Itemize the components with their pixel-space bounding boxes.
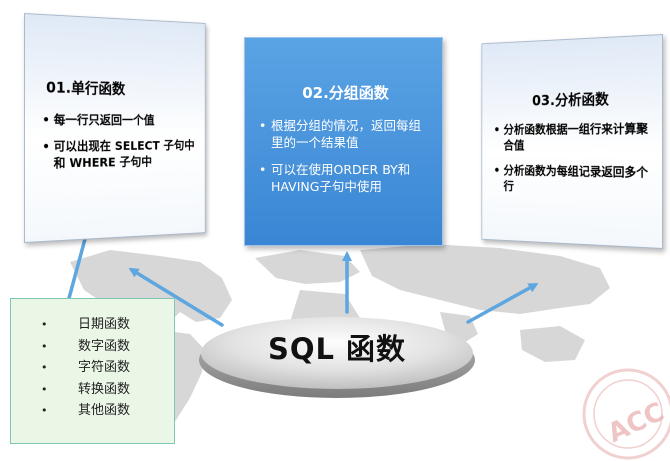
function-types-list: • 日期函数 • 数字函数 • 字符函数 • 转换函数 • 其他函数 [11, 299, 174, 422]
list-item: • 可以出现在 SELECT 子句中和 WHERE 子句中 [42, 137, 198, 171]
item-text: 可以在使用ORDER BY和 HAVING子句中使用 [271, 162, 411, 194]
list-item: • 每一行只返回一个值 [42, 111, 198, 128]
list-item: • 其他函数 [11, 400, 174, 422]
bullet-dot: • [41, 361, 48, 374]
bullet-dot: • [41, 382, 48, 396]
panel-title: 03.分析函数 [532, 90, 609, 110]
list-item: • 分析函数为每组记录返回多个行 [494, 162, 653, 198]
bullet-dot: • [41, 404, 48, 417]
panel-title: 02.分组函数 [302, 84, 389, 102]
acc-stamp-seal [582, 368, 670, 460]
panel-single-row-functions: 01.单行函数 • 每一行只返回一个值 • 可以出现在 SELECT 子句中和 … [24, 13, 206, 243]
list-item: • 数字函数 [11, 336, 174, 358]
item-text: 其他函数 [78, 403, 131, 418]
list-item: • 日期函数 [11, 314, 174, 336]
list-item: • 转换函数 [11, 379, 174, 401]
center-ellipse [201, 317, 473, 389]
item-text: 分析函数为每组记录返回多个行 [503, 163, 649, 194]
panel-title: 01.单行函数 [46, 78, 126, 98]
item-text: 根据分组的情况，返回每组里的一个结果值 [271, 118, 422, 150]
panel-bullet-list: • 根据分组的情况，返回每组里的一个结果值 • 可以在使用ORDER BY和 H… [259, 117, 432, 195]
item-text: 可以出现在 SELECT 子句中和 WHERE 子句中 [53, 138, 195, 171]
list-item: • 字符函数 [11, 357, 174, 379]
item-text: 字符函数 [78, 360, 131, 375]
bullet-dot: • [41, 339, 48, 353]
panel-bullet-list: • 每一行只返回一个值 • 可以出现在 SELECT 子句中和 WHERE 子句… [42, 111, 198, 171]
bullet-dot: • [41, 318, 48, 331]
panel-group-functions: 02.分组函数 • 根据分组的情况，返回每组里的一个结果值 • 可以在使用ORD… [244, 37, 443, 246]
function-types-box: • 日期函数 • 数字函数 • 字符函数 • 转换函数 • 其他函数 [10, 298, 175, 444]
list-item: • 可以在使用ORDER BY和 HAVING子句中使用 [259, 161, 432, 195]
panel-analytic-functions: 03.分析函数 • 分析函数根据一组行来计算聚合值 • 分析函数为每组记录返回多… [481, 34, 663, 249]
panel-bullet-list: • 分析函数根据一组行来计算聚合值 • 分析函数为每组记录返回多个行 [494, 120, 653, 198]
bullet-dot: • [42, 138, 50, 154]
item-text: 数字函数 [78, 338, 131, 354]
list-item: • 根据分组的情况，返回每组里的一个结果值 [259, 117, 432, 151]
item-text: 转换函数 [78, 381, 131, 397]
bullet-dot: • [42, 112, 50, 128]
bullet-dot: • [493, 122, 501, 137]
bullet-dot: • [259, 162, 267, 177]
item-text: 日期函数 [78, 317, 131, 332]
arrow-center-to-analytic [466, 283, 539, 324]
item-text: 每一行只返回一个值 [53, 112, 155, 128]
center-label: SQL 函数 [267, 332, 407, 366]
arrow-center-to-single-row [128, 267, 224, 327]
bullet-dot: • [493, 163, 501, 177]
bullet-dot: • [259, 118, 267, 133]
list-item: • 分析函数根据一组行来计算聚合值 [494, 120, 653, 154]
item-text: 分析函数根据一组行来计算聚合值 [503, 121, 649, 153]
